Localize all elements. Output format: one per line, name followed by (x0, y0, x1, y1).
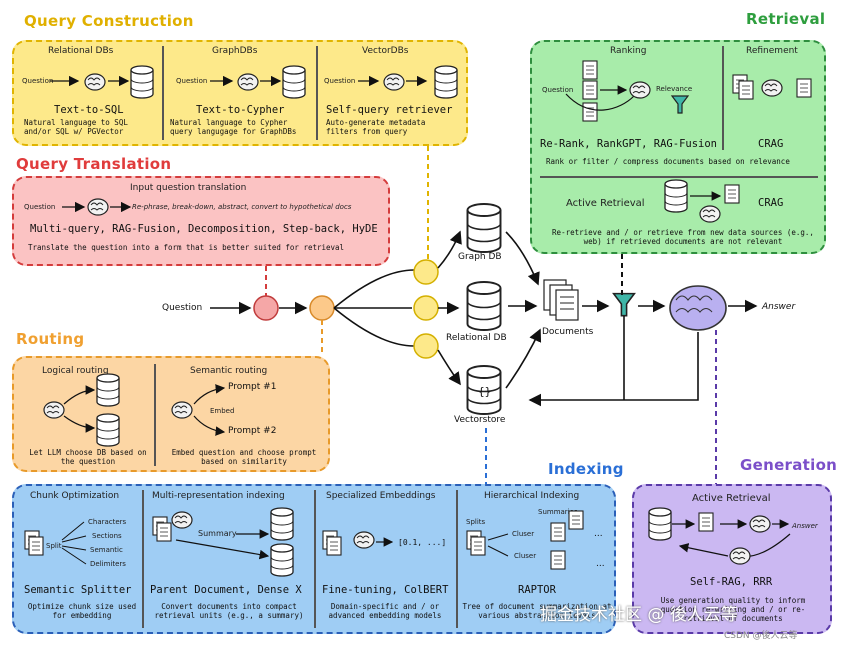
query-construction-title: Query Construction (24, 12, 194, 30)
ret-ranking-relevance: Relevance (656, 85, 693, 93)
vectorstore-icon (466, 368, 502, 412)
idx-chunk-item-2: Sections (92, 532, 122, 540)
idx-divider-1 (142, 490, 144, 628)
idx-special-header: Specialized Embeddings (326, 491, 436, 501)
retrieval-panel (530, 40, 826, 254)
svg-text:...: ... (594, 529, 603, 539)
routing-title: Routing (16, 330, 85, 348)
center-question: Question (162, 303, 203, 313)
ret-active-method: CRAG (758, 197, 784, 209)
qc-vector-desc: Auto-generate metadata filters from quer… (326, 118, 426, 136)
idx-hier-splits: Splits (466, 518, 486, 526)
qc-relational-desc: Natural language to SQL and/or SQL w/ PG… (24, 118, 128, 136)
ret-ranking-header: Ranking (610, 46, 647, 56)
idx-chunk-item-3: Semantic (90, 546, 123, 554)
idx-chunk-split: Split (46, 542, 62, 550)
qc-divider-1 (162, 46, 164, 140)
routing-divider (154, 364, 156, 466)
qt-methods: Multi-query, RAG-Fusion, Decomposition, … (30, 223, 378, 235)
routing-semantic-desc: Embed question and choose prompt based o… (171, 448, 317, 466)
routing-prompt1: Prompt #1 (228, 382, 277, 392)
routing-panel (12, 356, 330, 472)
retrieval-hdivider (540, 176, 818, 178)
qc-vector-question: Question (324, 77, 356, 85)
qc-vector-method: Self-query retriever (326, 104, 453, 116)
routing-embed: Embed (210, 407, 235, 415)
graph-db-icon (466, 206, 502, 250)
idx-multi-summary: Summary (198, 529, 237, 538)
idx-special-desc: Domain-specific and / or advanced embedd… (328, 602, 442, 620)
idx-special-method: Fine-tuning, ColBERT (322, 584, 449, 596)
idx-chunk-item-1: Characters (88, 518, 127, 526)
ret-active-header: Active Retrieval (566, 198, 645, 209)
center-graph-db: Graph DB (458, 252, 502, 262)
qt-flow: Re-phrase, break-down, abstract, convert… (132, 203, 352, 211)
idx-multi-desc: Convert documents into compact retrieval… (154, 602, 304, 620)
funnel-icon (612, 292, 636, 318)
idx-chunk-item-4: Delimiters (90, 560, 126, 568)
qc-relational-header: Relational DBs (48, 46, 114, 56)
ret-rank-desc: Rank or filter / compress documents base… (546, 157, 790, 166)
svg-text:{}: {} (478, 385, 491, 398)
qc-relational-method: Text-to-SQL (54, 104, 124, 116)
indexing-title: Indexing (548, 460, 624, 478)
watermark-main: 掘金技术社区 @ 後人云等 (540, 605, 738, 625)
brain-icon (670, 286, 726, 330)
qc-graph-question: Question (176, 77, 208, 85)
routing-logical-desc: Let LLM choose DB based on the question (29, 448, 147, 466)
qc-divider-2 (316, 46, 318, 140)
idx-chunk-header: Chunk Optimization (30, 491, 120, 501)
relational-db-icon (466, 284, 502, 328)
gen-answer: Answer (792, 522, 818, 530)
routing-logical-header: Logical routing (42, 366, 109, 376)
qc-relational-question: Question (22, 77, 54, 85)
retrieval-divider (722, 46, 724, 150)
ret-refinement-header: Refinement (746, 46, 798, 56)
idx-hier-header: Hierarchical Indexing (484, 491, 580, 501)
idx-hier-desc: Tree of document summarization at variou… (462, 602, 612, 620)
idx-multi-header: Multi-representation indexing (152, 491, 285, 501)
routing-semantic-header: Semantic routing (190, 366, 268, 376)
watermark-small: CSDN @後人云等 (724, 631, 798, 641)
idx-hier-cluster-1: Cluser (512, 530, 535, 538)
qc-graph-header: GraphDBs (212, 46, 258, 56)
gen-method: Self-RAG, RRR (690, 576, 773, 588)
idx-chunk-desc: Optimize chunk size used for embedding (27, 602, 137, 620)
ret-ranking-methods: Re-Rank, RankGPT, RAG-Fusion (540, 138, 718, 150)
gen-desc: Use generation quality to inform questio… (660, 596, 806, 623)
idx-hier-method: RAPTOR (518, 584, 556, 596)
idx-chunk-method: Semantic Splitter (24, 584, 132, 596)
query-construction-panel (12, 40, 468, 146)
documents-icon (544, 280, 578, 320)
center-answer: Answer (762, 302, 796, 312)
idx-divider-3 (456, 490, 458, 628)
center-vectorstore: Vectorstore (454, 415, 506, 425)
query-translation-panel (12, 176, 390, 266)
routing-prompt2: Prompt #2 (228, 426, 277, 436)
idx-multi-method: Parent Document, Dense X (150, 584, 302, 596)
gen-header: Active Retrieval (692, 493, 771, 504)
ret-ranking-question: Question (542, 86, 574, 94)
svg-text:...: ... (596, 559, 605, 569)
query-translation-title: Query Translation (16, 155, 172, 173)
idx-divider-2 (314, 490, 316, 628)
qt-question: Question (24, 203, 56, 211)
generation-title: Generation (740, 456, 838, 474)
retrieval-title: Retrieval (746, 10, 826, 28)
idx-hier-cluster-2: Cluser (514, 552, 537, 560)
center-relational-db: Relational DB (446, 333, 507, 343)
qc-graph-desc: Natural language to Cypher query languga… (170, 118, 297, 136)
ret-refinement-method: CRAG (758, 138, 784, 150)
ret-active-desc: Re-retrieve and / or retrieve from new d… (552, 228, 814, 246)
qt-desc: Translate the question into a form that … (28, 243, 345, 252)
qc-vector-header: VectorDBs (362, 46, 409, 56)
qt-header: Input question translation (130, 183, 247, 193)
idx-special-vector: [0.1, ...] (398, 538, 447, 547)
idx-hier-summaries: Summaries (538, 508, 578, 516)
center-documents: Documents (542, 327, 594, 337)
qc-graph-method: Text-to-Cypher (196, 104, 285, 116)
